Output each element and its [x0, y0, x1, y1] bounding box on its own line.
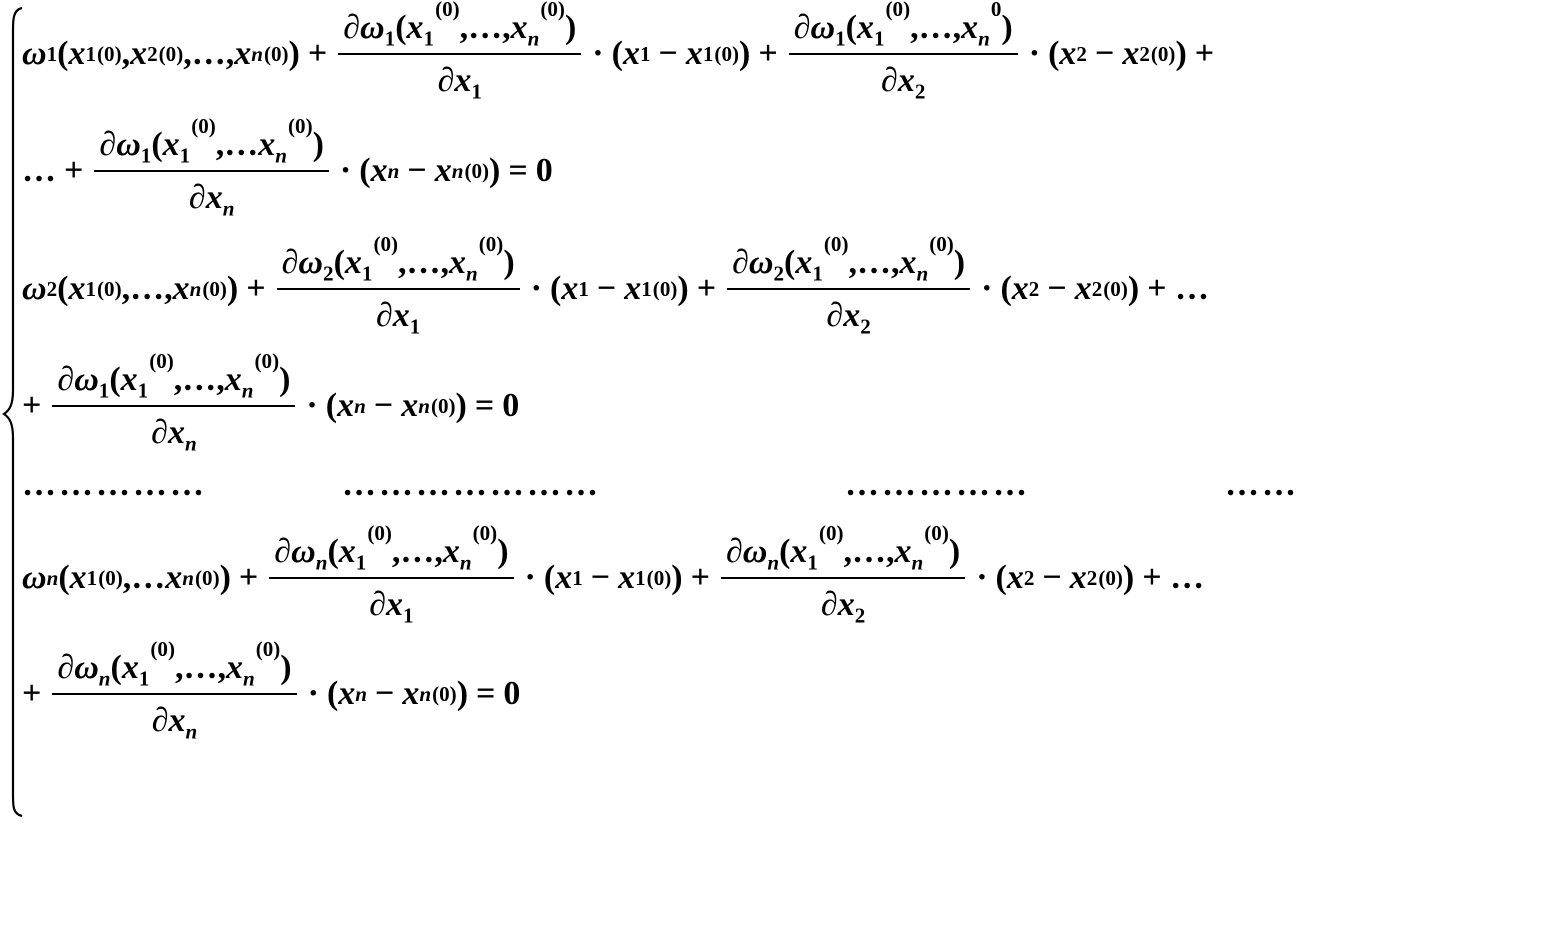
partial-derivative-fraction: ∂ω1(x1(0),…,xn(0)) ∂x1: [338, 0, 582, 102]
ellipsis-row-segment: ……………: [845, 466, 1030, 503]
partial-derivative-fraction: ∂ω2(x1(0),…,xn(0)) ∂x2: [727, 233, 971, 337]
left-brace-icon: [2, 6, 23, 818]
partial-derivative-fraction: ∂ω1(x1(0),…,xn0) ∂x2: [788, 0, 1018, 102]
ellipsis-row-segment: ……………: [22, 466, 207, 503]
partial-derivative-fraction: ∂ωn(x1(0),…,xn(0)) ∂x2: [720, 522, 966, 626]
ellipsis-row-segment: ……: [1225, 466, 1299, 503]
partial-derivative-fraction: ∂ωn(x1(0),…,xn(0)) ∂xn: [52, 638, 297, 742]
ellipsis-row-segment: …………………: [342, 466, 601, 503]
partial-derivative-fraction: ∂ωn(x1(0),…,xn(0)) ∂x1: [269, 522, 514, 626]
partial-derivative-fraction: ∂ω1(x1(0),…xn(0)) ∂xn: [94, 115, 329, 219]
partial-derivative-fraction: ∂ω2(x1(0),…,xn(0)) ∂x1: [276, 233, 520, 337]
partial-derivative-fraction: ∂ω1(x1(0),…,xn(0)) ∂xn: [52, 350, 296, 454]
